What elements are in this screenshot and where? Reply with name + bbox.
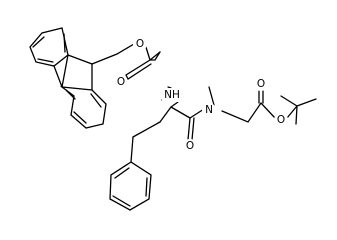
fluorene-bottom-ring-double-bonds (65, 89, 102, 124)
tert-butyl-bonds (280, 95, 317, 125)
amide-n-atom: N (202, 103, 216, 117)
amide-n-label: N (205, 104, 213, 116)
amide-nh-label: NH (164, 89, 180, 101)
ester-oxygen-label: O (277, 114, 285, 126)
ether-oxygen-atom: O (133, 37, 147, 51)
fluorenylmethyl-linker (91, 43, 135, 65)
carbamate-nh-bond (149, 51, 161, 61)
phenyl-ring (109, 136, 152, 211)
benzyl-ch2-bond (132, 121, 161, 138)
molecule-diagram: O O NH N O O O (29, 27, 317, 211)
alpha-carbon-bonds (159, 106, 191, 123)
bond-layer (29, 27, 317, 211)
nh-to-alpha-carbon (170, 101, 179, 108)
amide-nh-atom: NH (162, 88, 182, 102)
fluorene-bottom-ring (59, 86, 107, 129)
carbonyl-oxygen-3-label: O (257, 78, 265, 90)
carbonyl-oxygen-2-atom: O (183, 139, 197, 153)
ester-carbonyl-double-bond (258, 89, 264, 104)
n-methyl-bond (208, 86, 215, 106)
ester-oxygen-atom: O (274, 113, 288, 127)
atom-layer: O O NH N O O O (114, 37, 288, 153)
carbonyl-oxygen-3-atom: O (254, 77, 268, 91)
amide-carbonyl-bonds (187, 108, 205, 141)
carbonyl-oxygen-1-atom: O (114, 75, 128, 89)
fluorene-left-ring (29, 27, 69, 67)
fluorene-five-ring (53, 54, 93, 91)
glycine-backbone (221, 101, 276, 123)
fluorene-left-ring-double-bonds (32, 33, 66, 63)
phenyl-ring-double-bonds (112, 167, 148, 207)
carbonyl-oxygen-1-label: O (117, 76, 125, 88)
ether-oxygen-label: O (136, 38, 144, 50)
carbonyl-oxygen-2-label: O (186, 140, 194, 152)
